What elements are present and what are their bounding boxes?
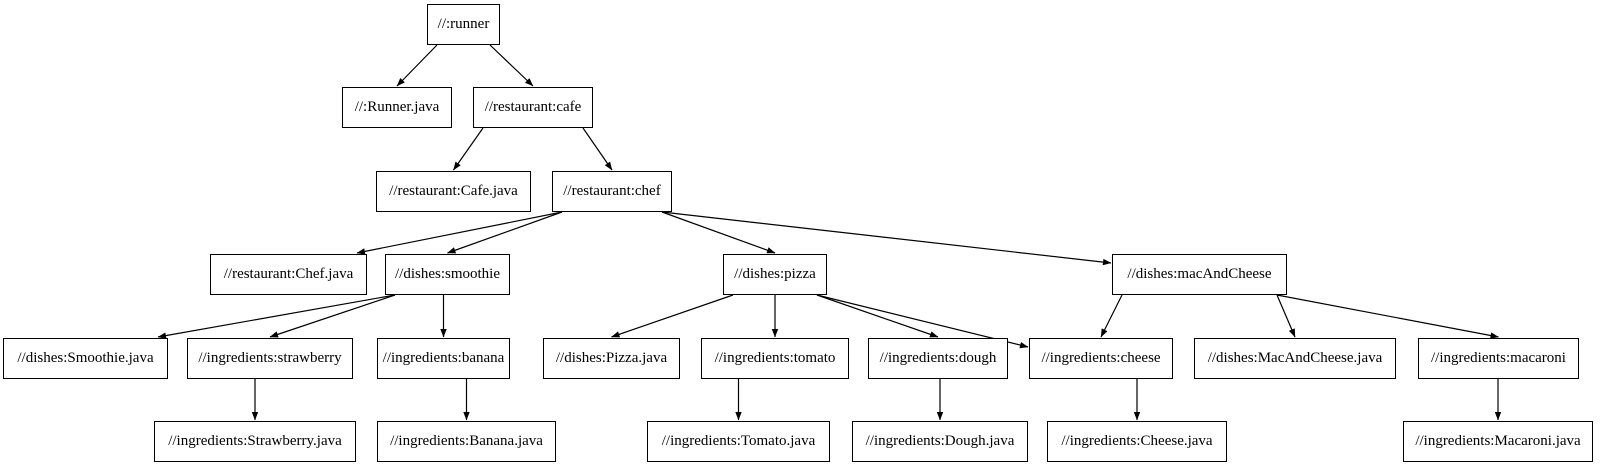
graph-node-macaroni: //ingredients:macaroni xyxy=(1418,338,1579,379)
graph-node-label: //restaurant:cafe xyxy=(484,99,582,115)
graph-node-chefJava: //restaurant:Chef.java xyxy=(210,254,367,295)
graph-node-runner: //:runner xyxy=(427,4,500,45)
graph-node-label: //:Runner.java xyxy=(354,99,440,115)
graph-node-label: //ingredients:macaroni xyxy=(1431,350,1566,366)
edge-cafe-chef xyxy=(582,127,613,171)
graph-node-label: //restaurant:Cafe.java xyxy=(389,183,518,199)
graph-node-label: //ingredients:Strawberry.java xyxy=(168,433,342,449)
graph-node-label: //ingredients:tomato xyxy=(714,350,836,366)
edge-cafe-cafeJava xyxy=(453,127,484,171)
edge-macAndCheese-macAndCheeseJava xyxy=(1276,294,1296,338)
graph-node-pizzaJava: //dishes:Pizza.java xyxy=(543,338,680,379)
graph-node-macaroniJava: //ingredients:Macaroni.java xyxy=(1403,421,1593,462)
graph-node-strawberry: //ingredients:strawberry xyxy=(187,338,353,379)
edge-macAndCheese-macaroni xyxy=(1276,294,1499,339)
graph-node-label: //restaurant:chef xyxy=(563,183,661,199)
graph-node-cafeJava: //restaurant:Cafe.java xyxy=(376,171,531,212)
graph-node-runnerJava: //:Runner.java xyxy=(342,87,452,128)
edge-chef-pizza xyxy=(661,211,776,254)
graph-node-tomato: //ingredients:tomato xyxy=(701,338,849,379)
graph-node-label: //ingredients:Dough.java xyxy=(865,433,1015,449)
graph-node-smoothieJava: //dishes:Smoothie.java xyxy=(3,338,168,379)
graph-node-label: //ingredients:dough xyxy=(879,350,997,366)
graph-node-label: //ingredients:Macaroni.java xyxy=(1415,433,1581,449)
graph-node-label: //dishes:Pizza.java xyxy=(555,350,668,366)
graph-node-label: //dishes:pizza xyxy=(734,266,816,282)
edge-chef-macAndCheese xyxy=(661,211,1112,266)
graph-node-label: //:runner xyxy=(437,16,490,32)
graph-node-label: //ingredients:Tomato.java xyxy=(661,433,816,449)
graph-node-label: //dishes:smoothie xyxy=(395,266,500,282)
graph-node-bananaJava: //ingredients:Banana.java xyxy=(377,421,556,462)
graph-node-macAndCheese: //dishes:macAndCheese xyxy=(1112,254,1287,295)
graph-node-label: //ingredients:strawberry xyxy=(198,350,342,366)
edge-chef-chefJava xyxy=(356,211,563,255)
edge-pizza-dough xyxy=(816,294,939,338)
graph-node-label: //ingredients:banana xyxy=(382,350,505,366)
edge-chef-smoothie xyxy=(447,211,563,254)
graph-node-strawberryJava: //ingredients:Strawberry.java xyxy=(154,421,356,462)
edge-smoothie-strawberry xyxy=(269,294,396,338)
edge-runner-cafe xyxy=(489,44,534,87)
graph-node-label: //ingredients:Cheese.java xyxy=(1061,433,1213,449)
graph-node-smoothie: //dishes:smoothie xyxy=(385,254,510,295)
graph-node-label: //dishes:macAndCheese xyxy=(1127,266,1272,282)
graph-node-cafe: //restaurant:cafe xyxy=(473,87,593,128)
edge-smoothie-smoothieJava xyxy=(157,294,396,339)
graph-node-macAndCheeseJava: //dishes:MacAndCheese.java xyxy=(1194,338,1396,379)
graph-node-doughJava: //ingredients:Dough.java xyxy=(852,421,1028,462)
graph-node-label: //dishes:Smoothie.java xyxy=(17,350,154,366)
edge-macAndCheese-cheese xyxy=(1100,294,1123,338)
graph-node-chef: //restaurant:chef xyxy=(552,171,672,212)
graph-node-banana: //ingredients:banana xyxy=(377,338,510,379)
edge-runner-runnerJava xyxy=(396,44,438,87)
graph-node-tomatoJava: //ingredients:Tomato.java xyxy=(647,421,830,462)
graph-node-cheeseJava: //ingredients:Cheese.java xyxy=(1047,421,1227,462)
graph-node-cheese: //ingredients:cheese xyxy=(1029,338,1173,379)
graph-node-label: //ingredients:cheese xyxy=(1041,350,1161,366)
graph-node-dough: //ingredients:dough xyxy=(868,338,1008,379)
graph-node-label: //restaurant:Chef.java xyxy=(223,266,354,282)
edge-pizza-pizzaJava xyxy=(611,294,734,338)
graph-node-pizza: //dishes:pizza xyxy=(723,254,827,295)
graph-node-label: //dishes:MacAndCheese.java xyxy=(1207,350,1383,366)
graph-node-label: //ingredients:Banana.java xyxy=(390,433,543,449)
